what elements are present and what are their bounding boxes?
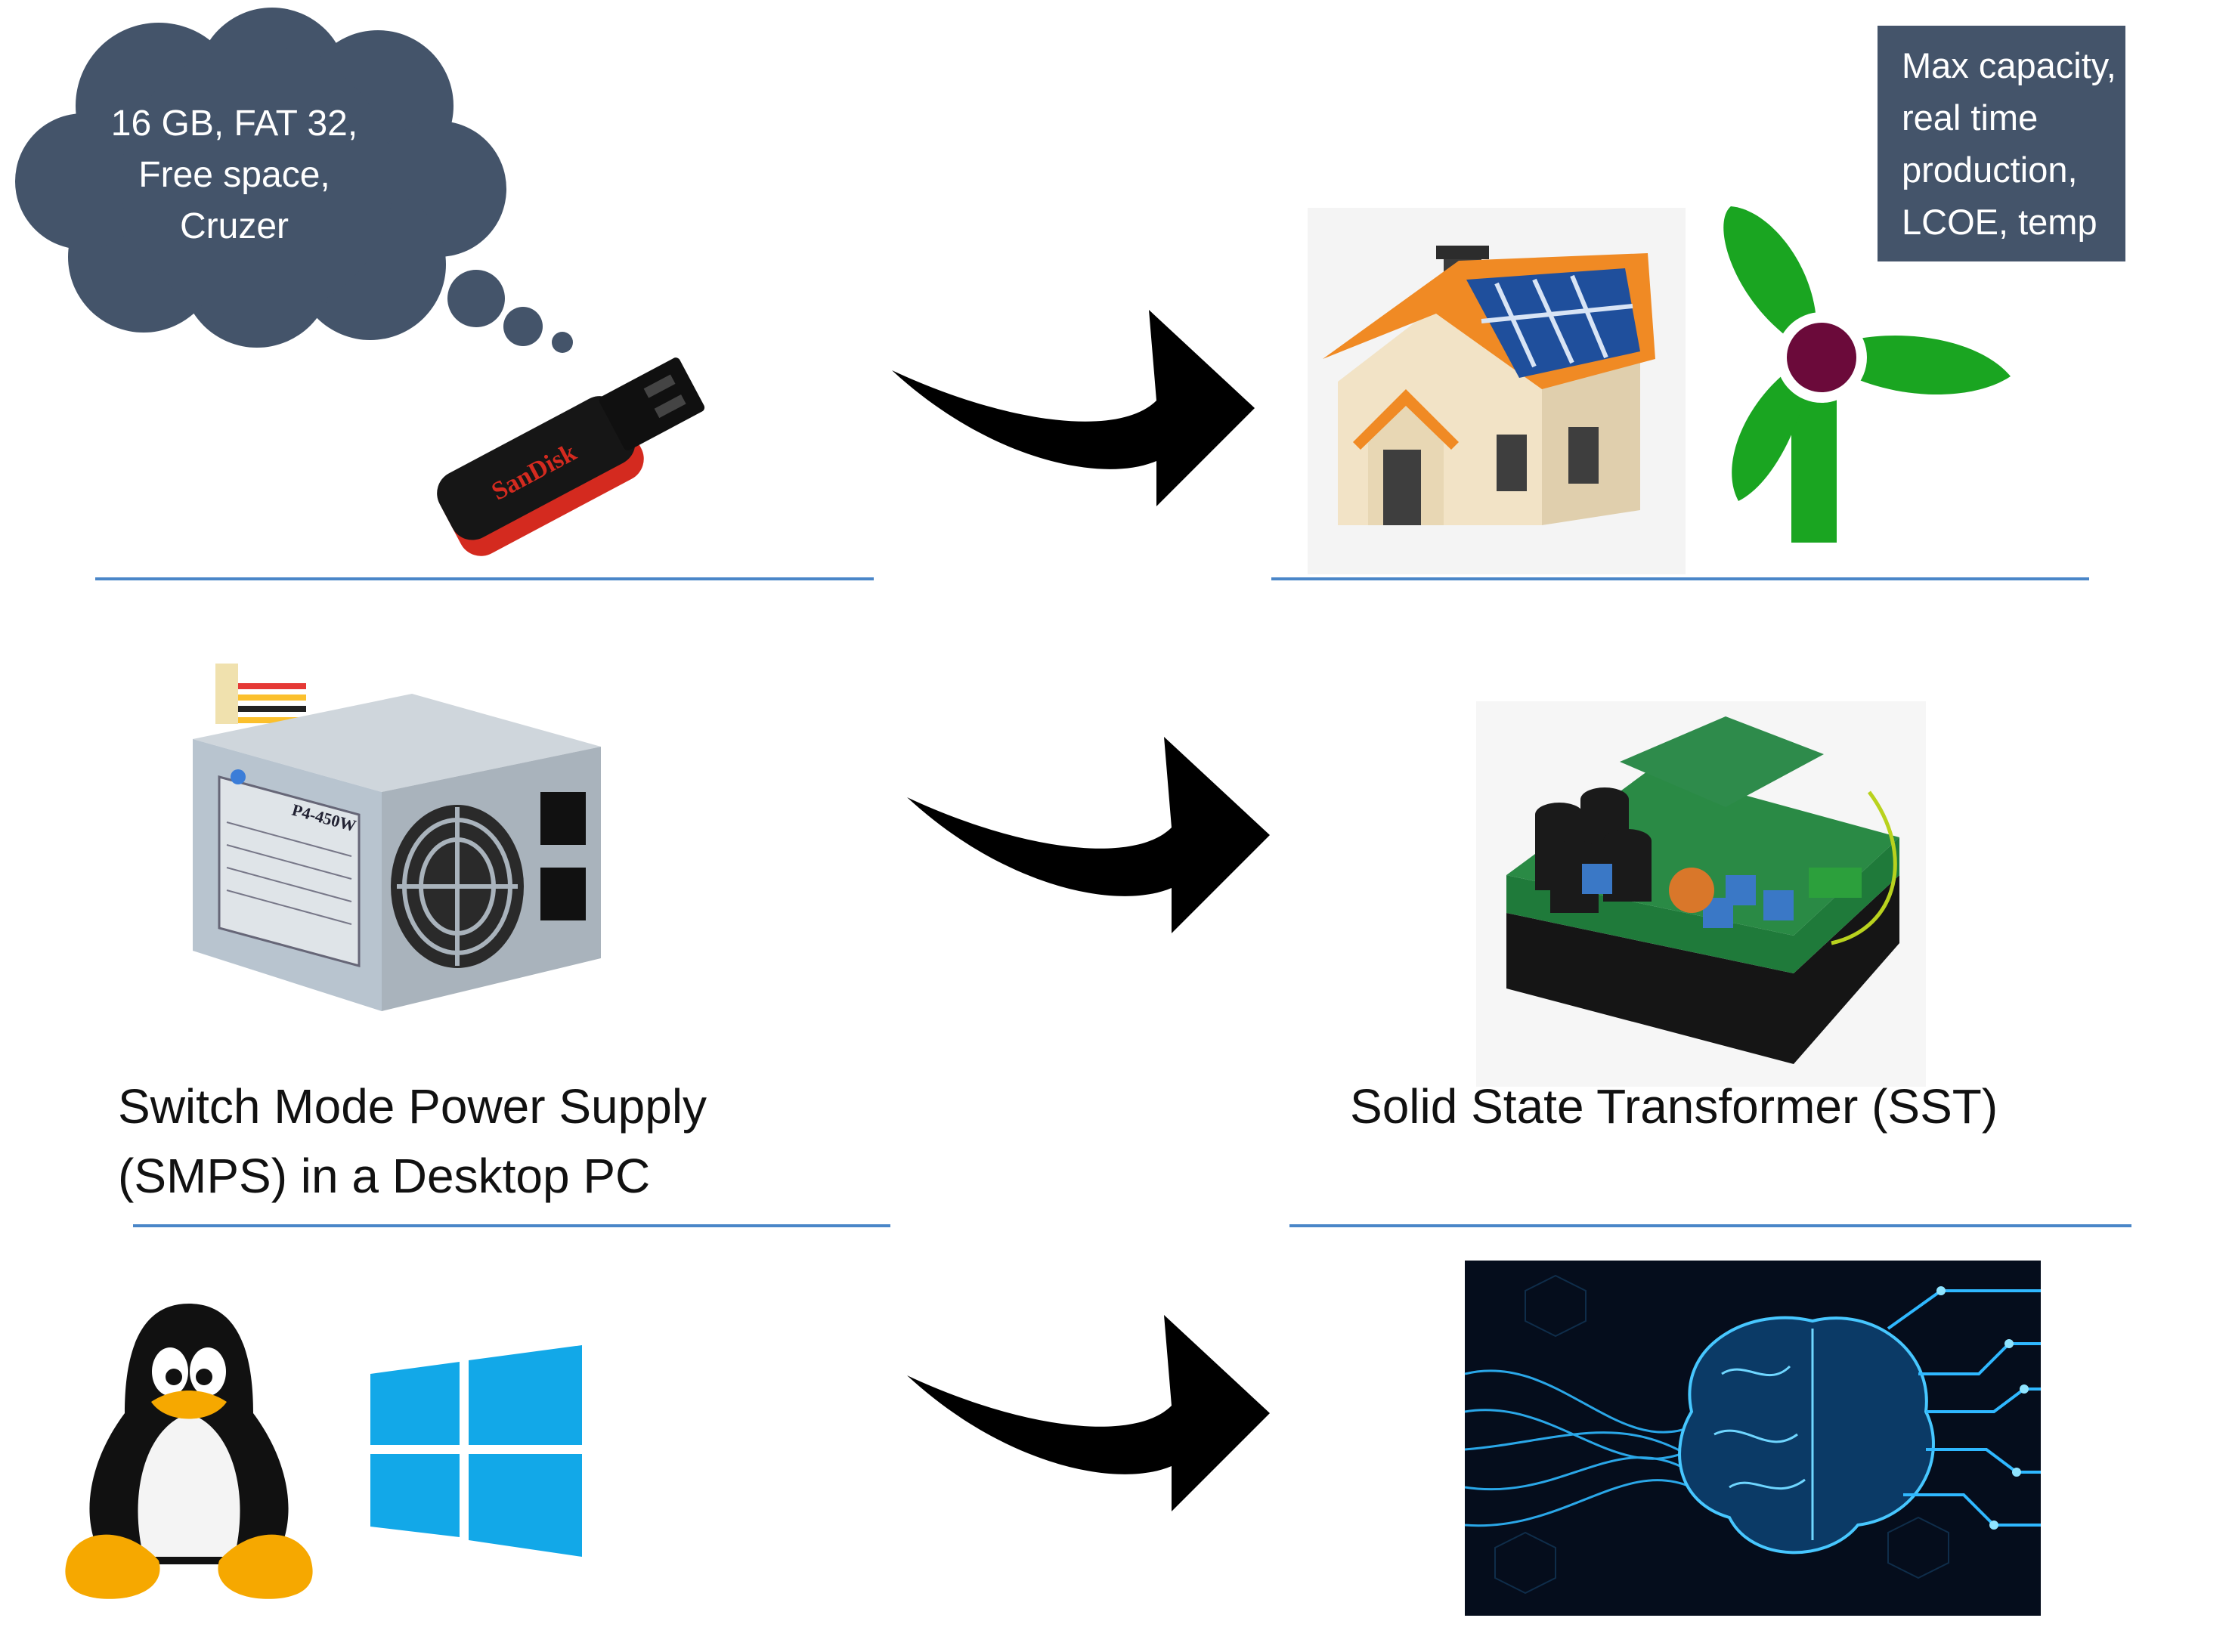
- cloud-line-3: Cruzer: [179, 206, 289, 246]
- cloud-line-2: Free space,: [138, 155, 330, 195]
- arrow-right-icon: [907, 1315, 1270, 1511]
- divider-right-1: [1271, 577, 2089, 580]
- ai-brain-icon: [1464, 1261, 2041, 1616]
- linux-penguin-icon: [65, 1304, 313, 1599]
- arrow-right-icon: [907, 737, 1270, 933]
- smps-caption: Switch Mode Power Supply (SMPS) in a Des…: [118, 1072, 707, 1211]
- smps-caption-line-1: Switch Mode Power Supply: [118, 1079, 707, 1134]
- wind-turbine-icon: [1723, 206, 2011, 543]
- arrow-right-icon: [892, 310, 1255, 506]
- power-supply-icon: P4-450W: [193, 664, 601, 1011]
- windows-logo-icon: [370, 1345, 582, 1557]
- usb-drive-icon: SanDisk: [437, 357, 705, 556]
- divider-right-2: [1289, 1224, 2131, 1227]
- thought-cloud: [15, 8, 573, 353]
- divider-left-2: [133, 1224, 890, 1227]
- info-line-3: production,: [1902, 150, 2078, 190]
- cloud-line-1: 16 GB, FAT 32,: [110, 104, 358, 144]
- thought-cloud-text: 16 GB, FAT 32, Free space, Cruzer: [91, 98, 378, 252]
- divider-left-1: [95, 577, 874, 580]
- house-solar-icon: [1308, 208, 1686, 574]
- sst-board-icon: [1476, 701, 1926, 1087]
- info-line-2: real time: [1902, 97, 2039, 138]
- info-line-4: LCOE, temp: [1902, 202, 2097, 242]
- smps-caption-line-2: (SMPS) in a Desktop PC: [118, 1149, 651, 1203]
- capacity-info-box: Max capacity, real time production, LCOE…: [1878, 26, 2125, 261]
- sst-caption: Solid State Transformer (SST): [1350, 1079, 1998, 1134]
- info-line-1: Max capacity,: [1902, 45, 2116, 85]
